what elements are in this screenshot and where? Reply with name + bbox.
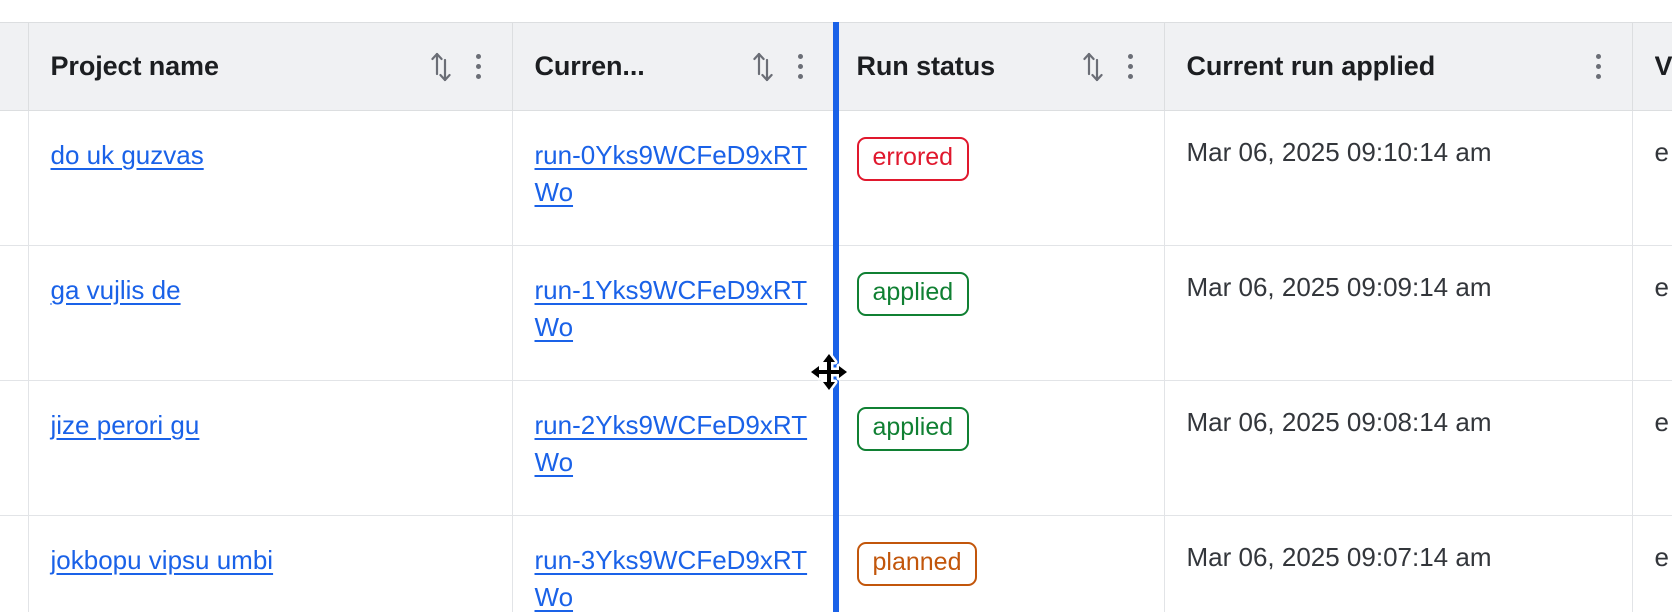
current-run-link[interactable]: run-2Yks9WCFeD9xRTWo [534,410,808,477]
current-run-link[interactable]: run-3Yks9WCFeD9xRTWo [534,545,808,612]
kebab-menu-icon[interactable] [1120,50,1142,84]
table-row[interactable]: ga vujlis de run-1Yks9WCFeD9xRTWo applied M… [0,245,1672,381]
applied-timestamp: Mar 06, 2025 09:09:14 am [1186,272,1492,302]
cell-current-run-applied: Mar 06, 2025 09:09:14 am [1164,245,1633,381]
kebab-menu-icon[interactable] [790,50,812,84]
project-name-link[interactable]: ga vujlis de [50,275,181,305]
cell-version: e [1632,110,1672,246]
column-header-run[interactable]: Curren... [512,22,835,111]
sort-updown-icon[interactable] [1080,50,1106,84]
version-value: e [1654,272,1669,302]
sort-updown-icon[interactable] [428,50,454,84]
cell-current-run-applied: Mar 06, 2025 09:07:14 am [1164,515,1633,612]
cell-version: e [1632,515,1672,612]
cell-version: e [1632,245,1672,381]
table-row[interactable]: jize perori gu run-2Yks9WCFeD9xRTWo applie… [0,380,1672,516]
table-row[interactable]: jokbopu vipsu umbi run-3Yks9WCFeD9xRTWo pl… [0,515,1672,612]
cell-current-run: run-1Yks9WCFeD9xRTWo [512,245,835,381]
column-header-actions [428,50,490,84]
cell-current-run: run-0Yks9WCFeD9xRTWo [512,110,835,246]
applied-timestamp: Mar 06, 2025 09:08:14 am [1186,407,1492,437]
column-header-actions [750,50,812,84]
cell-current-run: run-2Yks9WCFeD9xRTWo [512,380,835,516]
row-gutter-header [0,22,29,111]
cell-project-name: do uk guzvas [28,110,513,246]
cell-project-name: ga vujlis de [28,245,513,381]
project-name-link[interactable]: jokbopu vipsu umbi [50,545,274,575]
column-header-status[interactable]: Run status [834,22,1165,111]
current-run-link[interactable]: run-1Yks9WCFeD9xRTWo [534,275,808,342]
column-header-applied[interactable]: Current run applied [1164,22,1633,111]
column-header-version[interactable]: V [1632,22,1672,111]
row-gutter-cell [0,245,29,381]
column-header-label: Project name [50,51,219,81]
current-run-link[interactable]: run-0Yks9WCFeD9xRTWo [534,140,808,207]
project-name-link[interactable]: jize perori gu [50,410,200,440]
cell-project-name: jokbopu vipsu umbi [28,515,513,612]
project-name-link[interactable]: do uk guzvas [50,140,204,170]
column-header-label: Run status [856,51,996,81]
applied-timestamp: Mar 06, 2025 09:07:14 am [1186,542,1492,572]
status-badge: applied [856,407,970,451]
cell-current-run: run-3Yks9WCFeD9xRTWo [512,515,835,612]
cell-run-status: planned [834,515,1165,612]
cell-current-run-applied: Mar 06, 2025 09:08:14 am [1164,380,1633,516]
kebab-menu-icon[interactable] [1588,50,1610,84]
cell-run-status: applied [834,245,1165,381]
column-header-label: V [1654,51,1672,81]
table-header: Project name Curren... Run status Current r… [0,22,1672,111]
sort-updown-icon[interactable] [750,50,776,84]
version-value: e [1654,407,1669,437]
cell-project-name: jize perori gu [28,380,513,516]
cell-version: e [1632,380,1672,516]
column-header-project[interactable]: Project name [28,22,513,111]
row-gutter-cell [0,110,29,246]
column-header-actions [1588,50,1610,84]
row-gutter-cell [0,515,29,612]
cell-current-run-applied: Mar 06, 2025 09:10:14 am [1164,110,1633,246]
projects-table: Project name Curren... Run status Current r… [0,22,1672,612]
kebab-menu-icon[interactable] [468,50,490,84]
row-gutter-cell [0,380,29,516]
table-header-row: Project name Curren... Run status Current r… [0,22,1672,111]
status-badge: errored [856,137,970,181]
version-value: e [1654,137,1669,167]
table-row[interactable]: do uk guzvas run-0Yks9WCFeD9xRTWo errored M… [0,110,1672,246]
cell-run-status: errored [834,110,1165,246]
status-badge: applied [856,272,970,316]
column-header-label: Curren... [534,51,645,81]
column-header-label: Current run applied [1186,51,1436,81]
applied-timestamp: Mar 06, 2025 09:10:14 am [1186,137,1492,167]
version-value: e [1654,542,1669,572]
column-header-actions [1080,50,1142,84]
status-badge: planned [856,542,978,586]
cell-run-status: applied [834,380,1165,516]
